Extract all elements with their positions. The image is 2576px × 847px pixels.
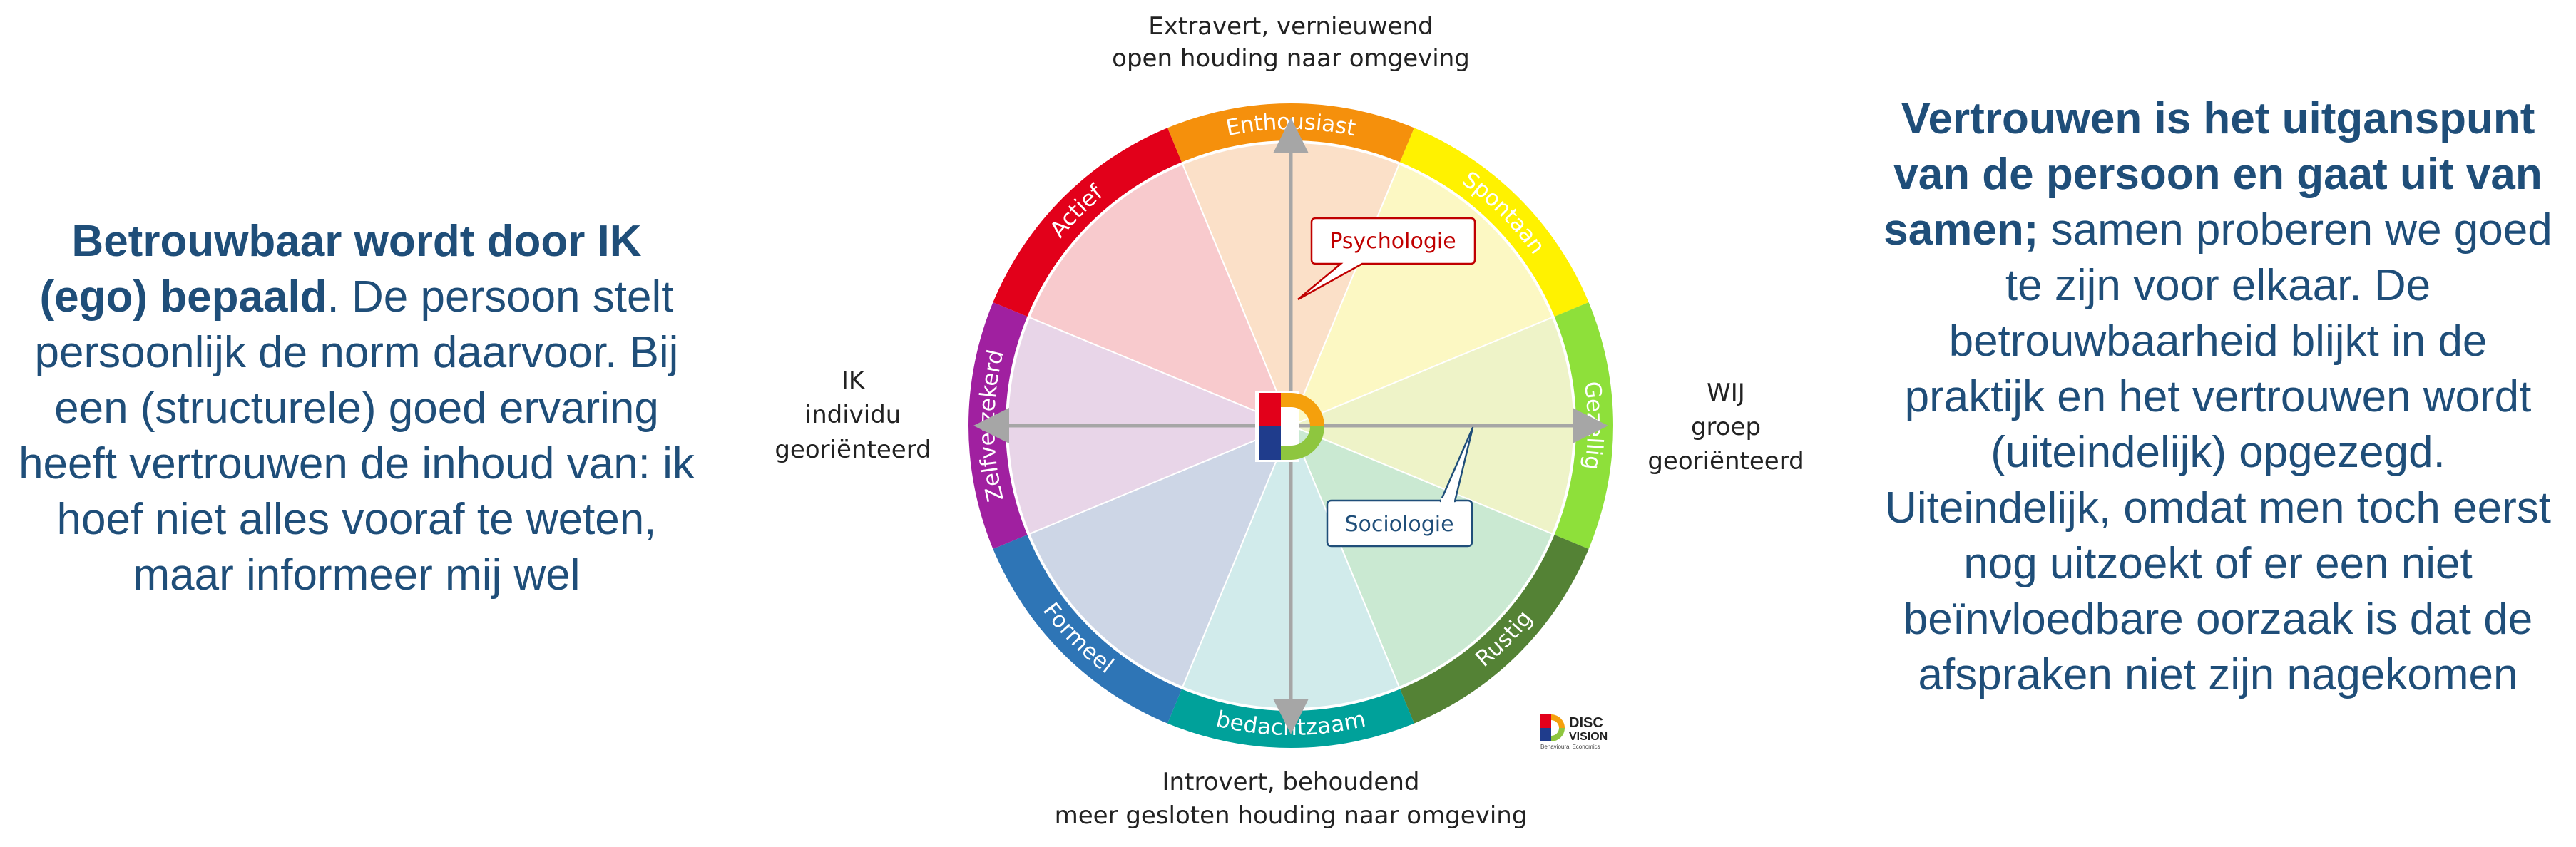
ring-segment-spontaan bbox=[1399, 128, 1589, 317]
ring-segment-formeel bbox=[993, 534, 1182, 724]
left-axis-caption-line1: IK bbox=[842, 366, 866, 395]
left-axis-caption-line3: georiënteerd bbox=[775, 436, 931, 464]
right-axis-caption-line1: WIJ bbox=[1707, 379, 1745, 407]
logo-line1: DISC bbox=[1569, 715, 1603, 731]
logo-tagline: Behavioural Economics bbox=[1540, 744, 1600, 750]
right-text-block: Vertrouwen is het uitganspunt van de per… bbox=[1883, 91, 2553, 703]
logo-line2: VISION bbox=[1569, 731, 1608, 743]
left-text-block: Betrouwbaar wordt door IK (ego) bepaald.… bbox=[14, 214, 699, 603]
ring-segment-rustig bbox=[1399, 534, 1589, 724]
top-axis-caption-line1: Extravert, vernieuwend bbox=[1148, 12, 1433, 41]
sociologie-callout: Sociologie bbox=[1326, 426, 1474, 548]
bottom-axis-caption-line2: meer gesloten houding naar omgeving bbox=[1055, 801, 1528, 830]
center-d-logo-icon bbox=[1255, 391, 1324, 462]
left-text-bold: Betrouwbaar wordt door IK (ego) bepaald bbox=[39, 217, 642, 322]
left-axis-caption-line2: individu bbox=[805, 401, 901, 429]
right-axis-caption-line2: groep bbox=[1691, 413, 1761, 441]
psychologie-label: Psychologie bbox=[1329, 229, 1456, 254]
right-text-rest: samen proberen we goed te zijn voor elka… bbox=[1885, 205, 2552, 699]
right-axis-caption-line3: georiënteerd bbox=[1647, 447, 1804, 476]
left-text-rest: . De persoon stelt persoonlijk de norm d… bbox=[19, 272, 695, 600]
psychologie-callout: Psychologie bbox=[1297, 217, 1476, 301]
disc-wheel-diagram: EnthousiastSpontaanGezelligRustigbedacht… bbox=[775, 12, 1804, 830]
ring-segment-actief bbox=[993, 128, 1182, 317]
sociologie-label: Sociologie bbox=[1344, 512, 1453, 537]
disc-vision-logo: DISC VISION Behavioural Economics bbox=[1540, 714, 1608, 750]
right-text-bold: Vertrouwen is het uitganspunt van de per… bbox=[1884, 94, 2542, 255]
top-axis-caption-line2: open houding naar omgeving bbox=[1112, 44, 1470, 73]
bottom-axis-caption-line1: Introvert, behoudend bbox=[1162, 768, 1420, 796]
